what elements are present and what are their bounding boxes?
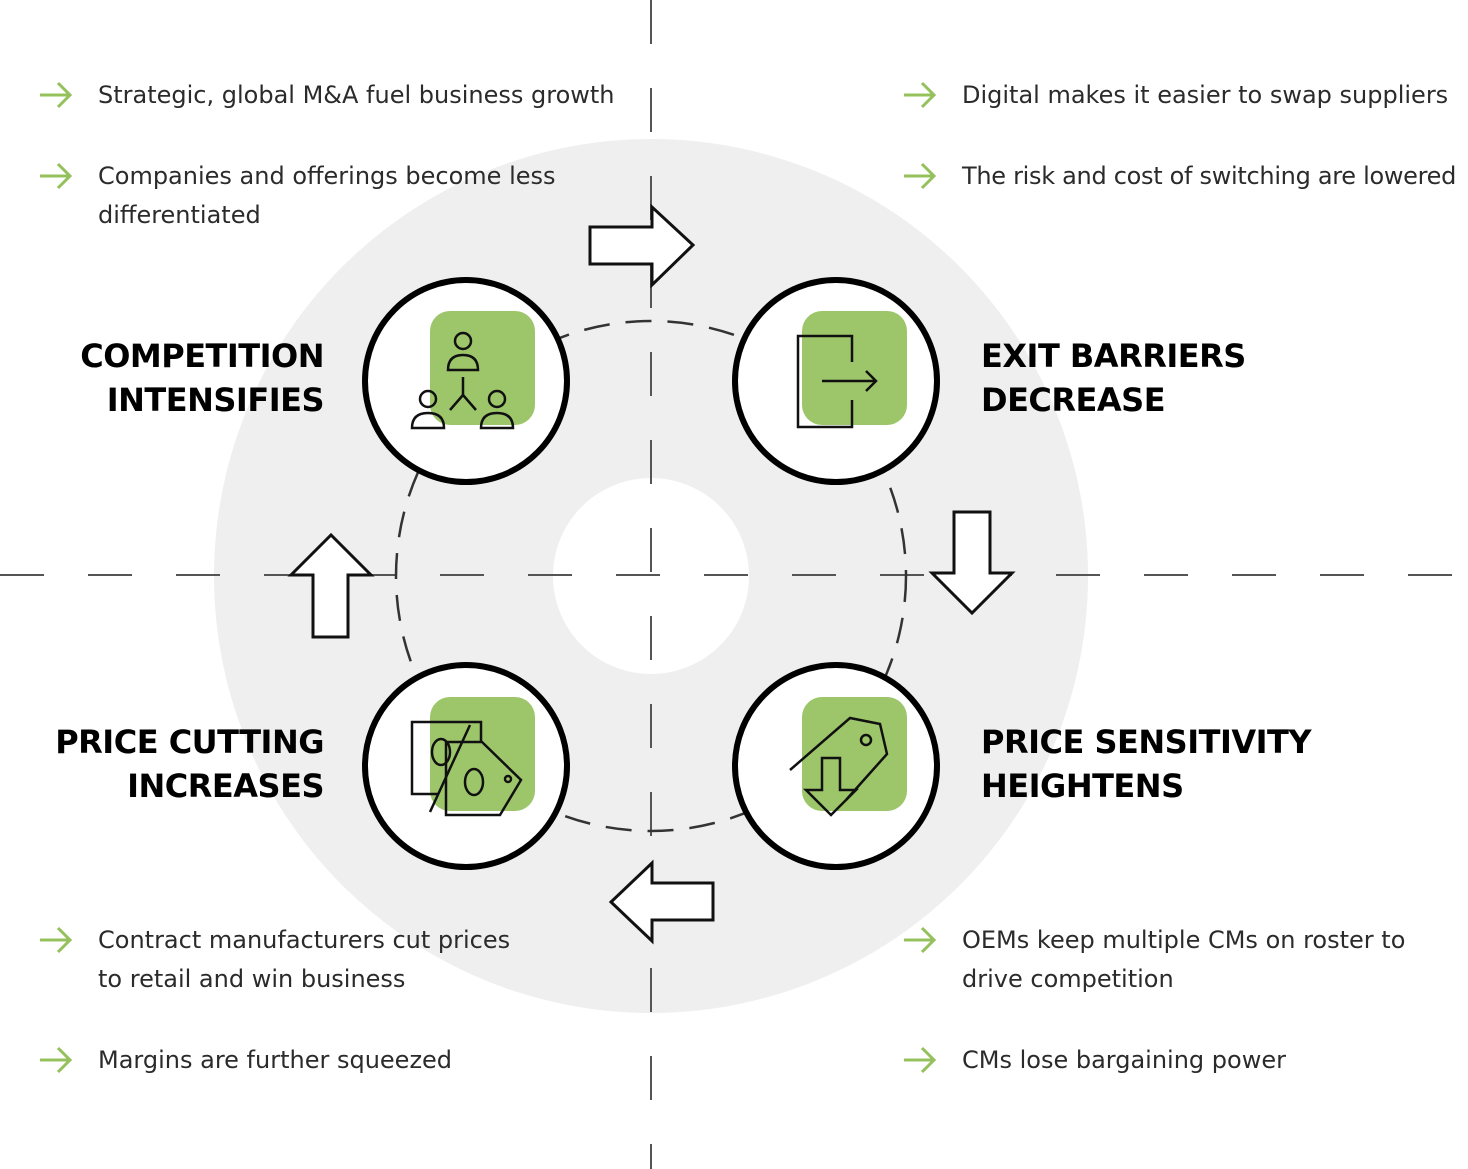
percent-tag-icon xyxy=(410,720,523,817)
stage-title-price-cutting: PRICE CUTTING INCREASES xyxy=(20,720,324,808)
bullet-text: The risk and cost of switching are lower… xyxy=(962,162,1457,190)
bullet-text: Strategic, global M&A fuel business grow… xyxy=(98,81,615,109)
exit-door-icon xyxy=(796,334,878,429)
arrow-right-icon xyxy=(40,926,73,954)
arrow-right-icon xyxy=(904,1046,937,1074)
stage-title-competition: COMPETITION INTENSIFIES xyxy=(40,334,324,422)
stage-circle-competition xyxy=(362,277,570,485)
cycle-ring xyxy=(394,319,908,833)
flow-arrow-down xyxy=(928,510,1016,616)
stage-title-line: INCREASES xyxy=(127,767,324,805)
bullet-text: Digital makes it easier to swap supplier… xyxy=(962,81,1449,109)
stage-circle-exit-barriers xyxy=(732,277,940,485)
people-network-icon xyxy=(410,331,515,430)
bullet-text-line: Companies and offerings become less xyxy=(98,162,556,190)
stage-title-exit-barriers: EXIT BARRIERS DECREASE xyxy=(981,334,1341,422)
stage-title-line: PRICE SENSITIVITY xyxy=(981,723,1312,761)
arrow-right-icon xyxy=(40,162,73,190)
bullet-text-line: OEMs keep multiple CMs on roster to xyxy=(962,926,1406,954)
bullet-item: The risk and cost of switching are lower… xyxy=(902,157,1468,196)
bullet-item: Contract manufacturers cut prices to ret… xyxy=(38,921,628,999)
flow-arrow-up xyxy=(287,532,375,639)
stage-title-line: HEIGHTENS xyxy=(981,767,1184,805)
bullet-text: Margins are further squeezed xyxy=(98,1046,453,1074)
bullets-top-right: Digital makes it easier to swap supplier… xyxy=(902,76,1468,238)
bullet-text-line: drive competition xyxy=(962,965,1174,993)
bullet-text-line: to retail and win business xyxy=(98,965,406,993)
flow-arrow-left xyxy=(608,859,715,945)
stage-title-line: INTENSIFIES xyxy=(106,381,325,419)
price-tag-down-icon xyxy=(789,716,889,817)
stage-title-line: EXIT BARRIERS xyxy=(981,337,1246,375)
bullet-item: Companies and offerings become less diff… xyxy=(38,157,628,235)
arrow-right-icon xyxy=(904,926,937,954)
bullets-bottom-right: OEMs keep multiple CMs on roster to driv… xyxy=(902,921,1468,1122)
stage-circle-price-sensitivity xyxy=(732,662,940,870)
bullet-text-line: Contract manufacturers cut prices xyxy=(98,926,511,954)
arrow-right-icon xyxy=(40,81,73,109)
stage-title-line: DECREASE xyxy=(981,381,1166,419)
flow-arrow-right xyxy=(588,203,696,289)
bullet-item: CMs lose bargaining power xyxy=(902,1041,1468,1080)
stage-title-line: COMPETITION xyxy=(80,337,324,375)
stage-title-line: PRICE CUTTING xyxy=(55,723,324,761)
bullet-text: CMs lose bargaining power xyxy=(962,1046,1286,1074)
stage-title-price-sensitivity: PRICE SENSITIVITY HEIGHTENS xyxy=(981,720,1401,808)
bullet-item: OEMs keep multiple CMs on roster to driv… xyxy=(902,921,1468,999)
arrow-right-icon xyxy=(40,1046,73,1074)
bullets-bottom-left: Contract manufacturers cut prices to ret… xyxy=(38,921,628,1122)
stage-circle-price-cutting xyxy=(362,662,570,870)
bullets-top-left: Strategic, global M&A fuel business grow… xyxy=(38,76,628,277)
bullet-item: Strategic, global M&A fuel business grow… xyxy=(38,76,628,115)
arrow-right-icon xyxy=(904,81,937,109)
bullet-text-line: differentiated xyxy=(98,201,261,229)
arrow-right-icon xyxy=(904,162,937,190)
bullet-item: Margins are further squeezed xyxy=(38,1041,628,1080)
bullet-item: Digital makes it easier to swap supplier… xyxy=(902,76,1468,115)
